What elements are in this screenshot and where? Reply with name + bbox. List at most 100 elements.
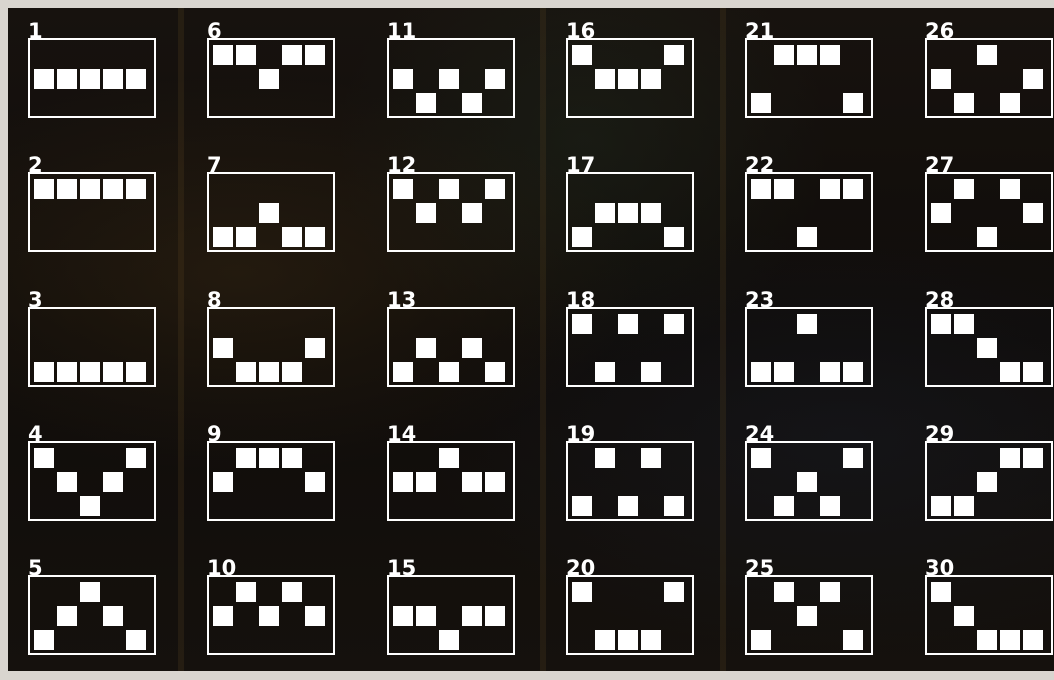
payline-diagram (387, 441, 515, 521)
payline-symbol-square (572, 227, 592, 247)
payline-symbol-square (57, 362, 77, 382)
payline-symbol-square (439, 69, 459, 89)
payline-diagram (387, 575, 515, 655)
payline-symbol-square (282, 582, 302, 602)
payline-symbol-square (618, 69, 638, 89)
payline-diagram (207, 38, 335, 118)
payline-diagram (925, 575, 1053, 655)
payline-symbol-square (462, 472, 482, 492)
payline-symbol-square (126, 179, 146, 199)
payline-symbol-square (259, 203, 279, 223)
payline-diagram (566, 441, 694, 521)
payline-symbol-square (641, 203, 661, 223)
payline-symbol-square (843, 362, 863, 382)
payline-symbol-square (462, 93, 482, 113)
payline-symbol-square (213, 338, 233, 358)
payline-symbol-square (572, 45, 592, 65)
payline-symbol-square (305, 227, 325, 247)
payline-symbol-square (57, 606, 77, 626)
payline-symbol-square (820, 362, 840, 382)
payline-symbol-square (572, 496, 592, 516)
payline-diagram (28, 441, 156, 521)
payline-symbol-square (820, 45, 840, 65)
payline-symbol-square (57, 69, 77, 89)
payline-symbol-square (843, 93, 863, 113)
payline-symbol-square (103, 606, 123, 626)
payline-symbol-square (103, 362, 123, 382)
payline-symbol-square (416, 606, 436, 626)
payline-symbol-square (236, 227, 256, 247)
payline-symbol-square (618, 630, 638, 650)
payline-symbol-square (485, 179, 505, 199)
payline-symbol-square (126, 69, 146, 89)
payline-symbol-square (393, 606, 413, 626)
payline-symbol-square (126, 448, 146, 468)
payline-symbol-square (797, 227, 817, 247)
payline-diagram (387, 172, 515, 252)
payline-symbol-square (80, 69, 100, 89)
payline-symbol-square (462, 606, 482, 626)
payline-diagram (925, 172, 1053, 252)
payline-symbol-square (34, 630, 54, 650)
payline-symbol-square (57, 472, 77, 492)
payline-symbol-square (618, 203, 638, 223)
payline-symbol-square (259, 69, 279, 89)
payline-symbol-square (80, 179, 100, 199)
payline-symbol-square (80, 496, 100, 516)
payline-symbol-square (103, 472, 123, 492)
payline-symbol-square (1000, 179, 1020, 199)
payline-diagram (566, 307, 694, 387)
payline-diagram (28, 38, 156, 118)
payline-symbol-square (595, 362, 615, 382)
payline-symbol-square (439, 630, 459, 650)
payline-symbol-square (236, 362, 256, 382)
payline-symbol-square (236, 448, 256, 468)
payline-symbol-square (282, 227, 302, 247)
payline-symbol-square (954, 496, 974, 516)
payline-symbol-square (797, 472, 817, 492)
payline-symbol-square (416, 203, 436, 223)
payline-symbol-square (103, 69, 123, 89)
payline-symbol-square (954, 606, 974, 626)
payline-symbol-square (572, 314, 592, 334)
payline-symbol-square (282, 45, 302, 65)
payline-symbol-square (34, 448, 54, 468)
payline-symbol-square (305, 472, 325, 492)
payline-symbol-square (797, 314, 817, 334)
payline-symbol-square (595, 203, 615, 223)
payline-symbol-square (931, 203, 951, 223)
payline-symbol-square (774, 45, 794, 65)
payline-symbol-square (843, 630, 863, 650)
payline-diagram (207, 441, 335, 521)
payline-symbol-square (282, 448, 302, 468)
payline-symbol-square (305, 606, 325, 626)
payline-symbol-square (618, 314, 638, 334)
payline-symbol-square (843, 448, 863, 468)
payline-symbol-square (641, 630, 661, 650)
payline-symbol-square (774, 496, 794, 516)
payline-symbol-square (931, 496, 951, 516)
payline-symbol-square (34, 362, 54, 382)
payline-symbol-square (797, 45, 817, 65)
payline-symbol-square (305, 45, 325, 65)
payline-symbol-square (439, 179, 459, 199)
payline-symbol-square (416, 472, 436, 492)
payline-symbol-square (126, 362, 146, 382)
payline-symbol-square (595, 69, 615, 89)
payline-symbol-square (931, 314, 951, 334)
payline-diagram (28, 575, 156, 655)
payline-symbol-square (664, 582, 684, 602)
payline-symbol-square (393, 472, 413, 492)
payline-symbol-square (259, 606, 279, 626)
background-reel-divider (178, 8, 184, 671)
payline-symbol-square (213, 45, 233, 65)
payline-diagram (745, 38, 873, 118)
payline-symbol-square (641, 69, 661, 89)
payline-symbol-square (462, 338, 482, 358)
payline-symbol-square (774, 582, 794, 602)
background-reel-divider (720, 8, 726, 671)
payline-symbol-square (485, 606, 505, 626)
payline-symbol-square (213, 472, 233, 492)
payline-diagram (925, 441, 1053, 521)
payline-symbol-square (843, 179, 863, 199)
